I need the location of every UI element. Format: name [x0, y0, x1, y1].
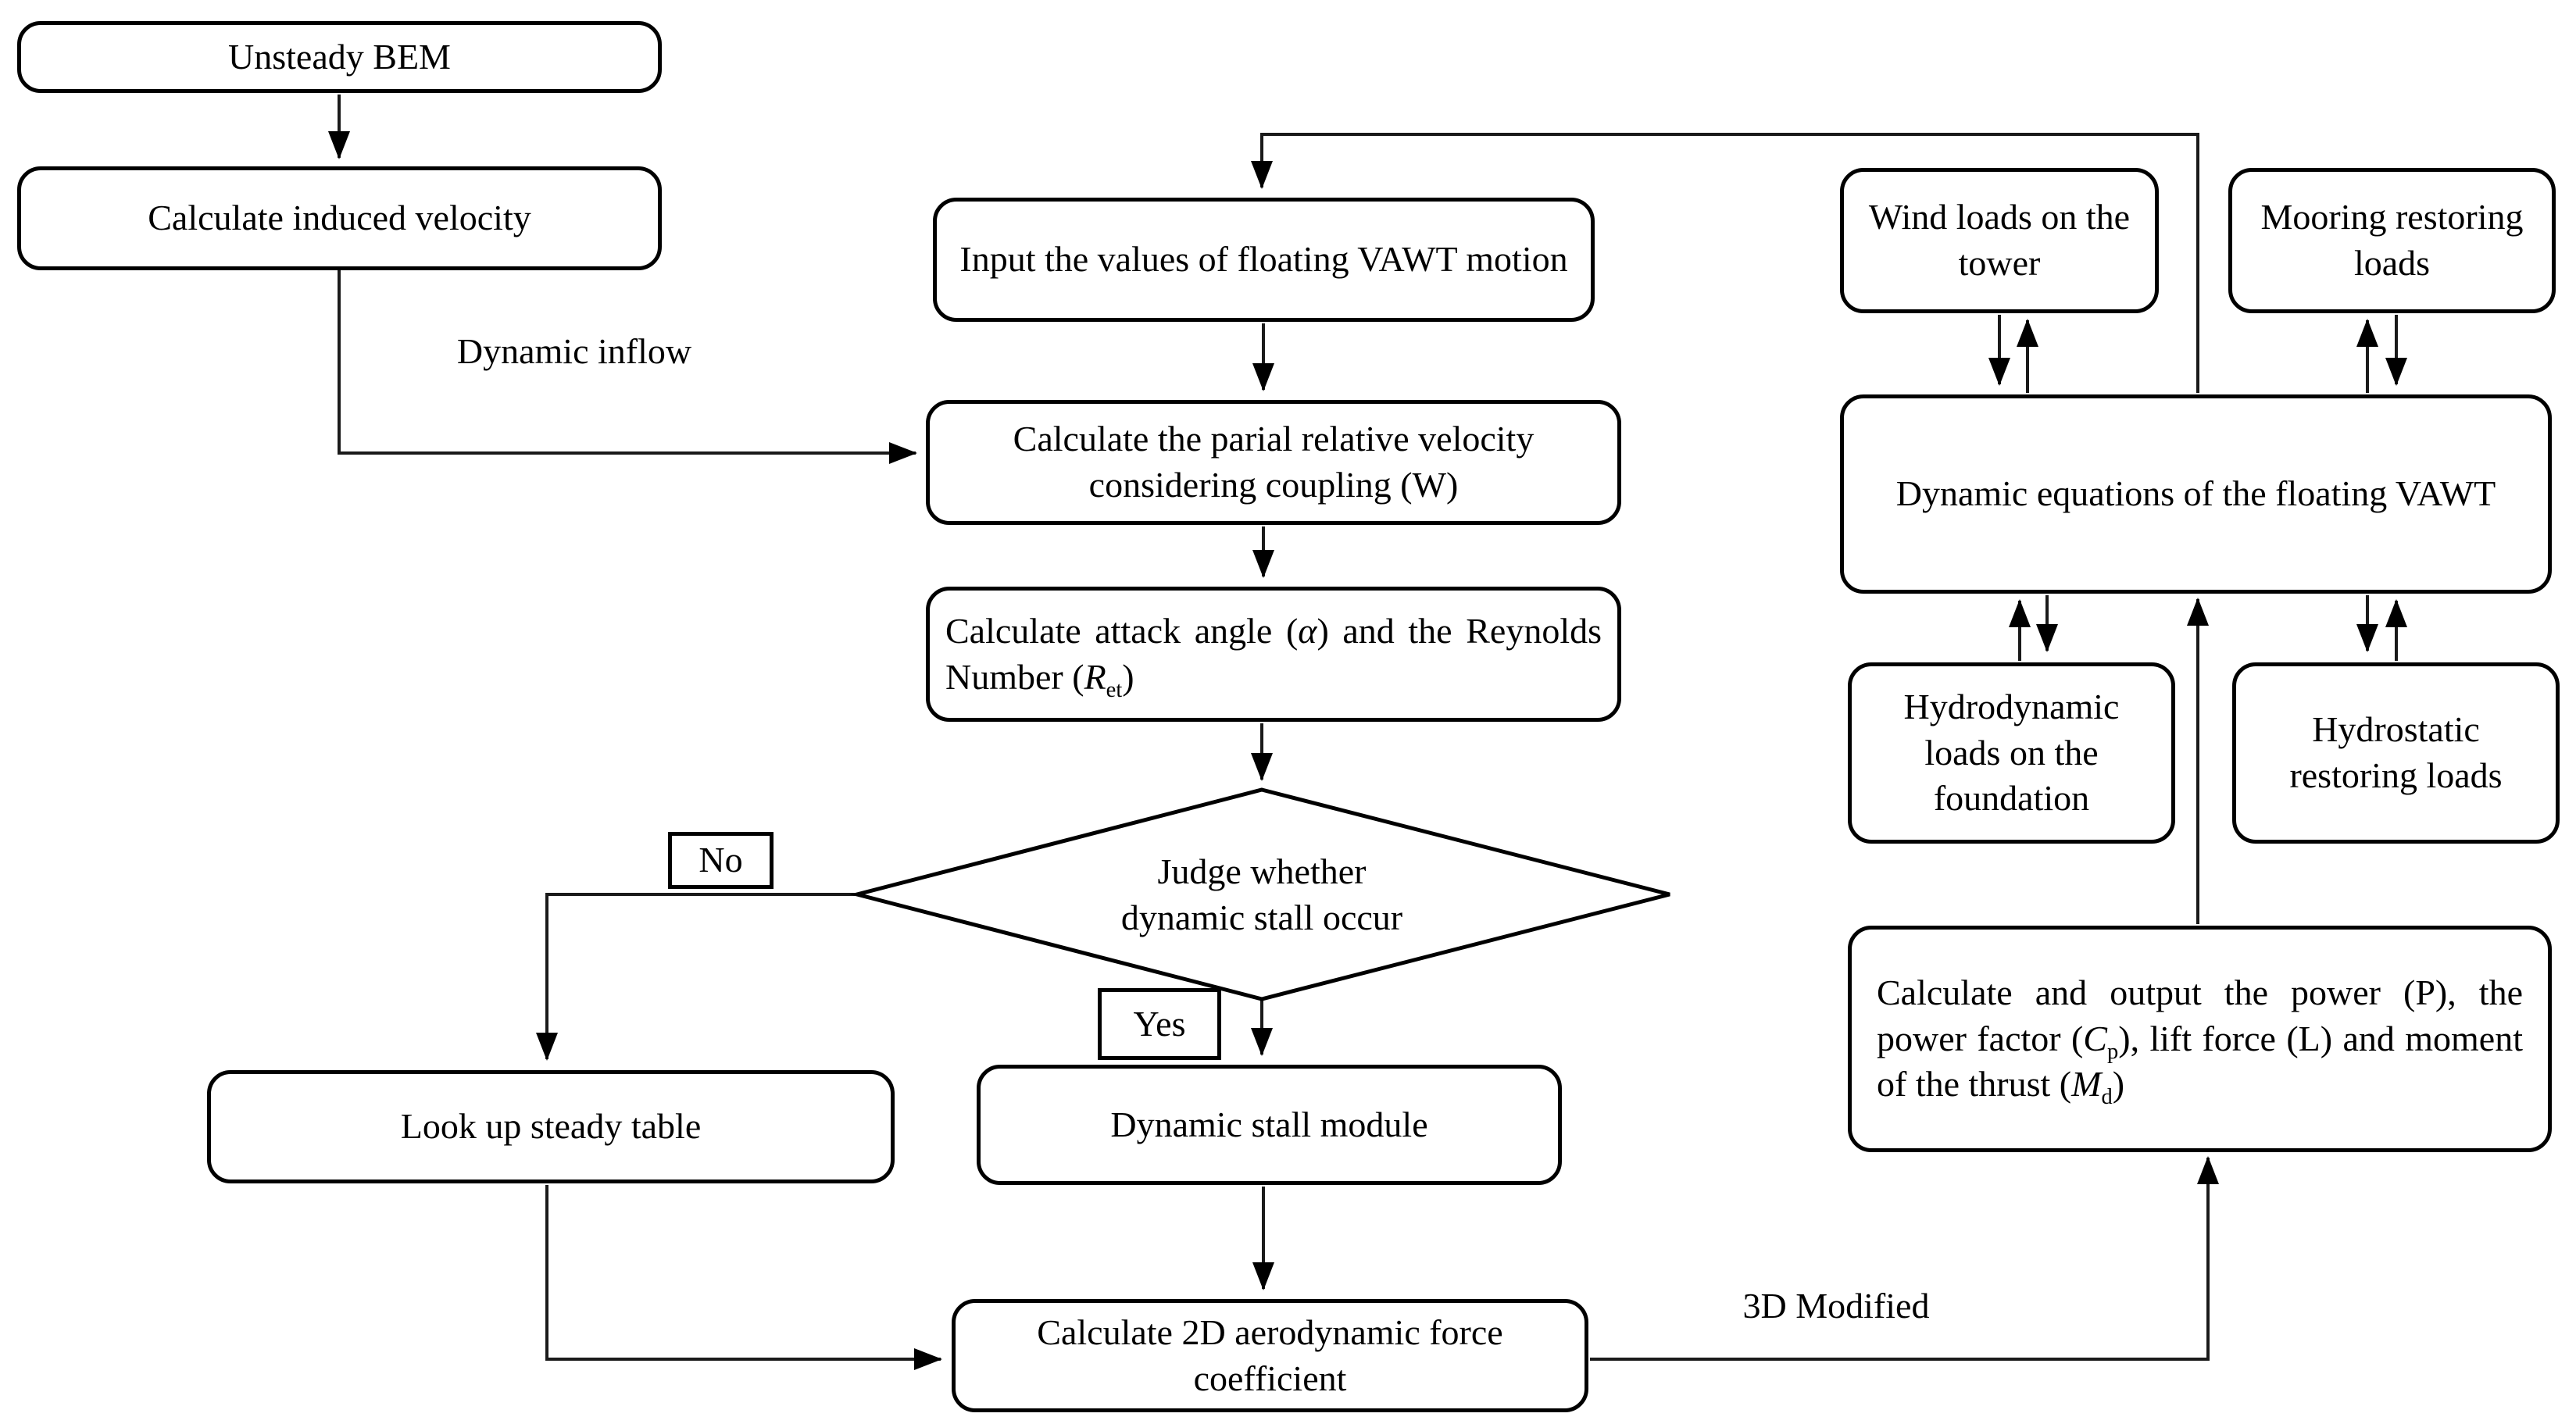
branch-label-yes: Yes: [1098, 988, 1221, 1060]
node-label: Calculate 2D aerodynamic force coefficie…: [1037, 1312, 1503, 1398]
arrow-dynamic-inflow: [338, 270, 917, 464]
node-label: Look up steady table: [400, 1106, 702, 1147]
node-attack-angle-reynolds: Calculate attack angle (α) and the Reyno…: [926, 587, 1621, 722]
node-unsteady-bem: Unsteady BEM: [17, 21, 662, 93]
node-hydrostatic-restoring-loads: Hydrostatic restoring loads: [2232, 662, 2560, 844]
arrow-no-to-lookup: [536, 893, 857, 1061]
node-label: Mooring restoring loads: [2260, 197, 2524, 283]
node-label: Dynamic stall module: [1110, 1104, 1428, 1144]
node-label: Unsteady BEM: [228, 36, 451, 77]
branch-label-no: No: [668, 832, 774, 889]
node-dynamic-equations-vawt: Dynamic equations of the floating VAWT: [1840, 394, 2552, 594]
decision-diamond: [849, 787, 1670, 1001]
node-dynamic-stall-module: Dynamic stall module: [977, 1065, 1562, 1185]
edge-label-3d-modified: 3D Modified: [1742, 1285, 1930, 1326]
node-judge-dynamic-stall: Judge whether dynamic stall occur: [1120, 851, 1403, 937]
node-hydrodynamic-loads-foundation: Hydrodynamic loads on the foundation: [1848, 662, 2175, 844]
node-input-vawt-motion: Input the values of floating VAWT motion: [933, 198, 1595, 322]
node-partial-relative-velocity: Calculate the parial relative velocity c…: [926, 400, 1621, 525]
node-2d-aerodynamic-coefficient: Calculate 2D aerodynamic force coefficie…: [952, 1299, 1588, 1412]
node-label: Calculate and output the power (P), the …: [1877, 972, 2524, 1110]
edge-label-dynamic-inflow: Dynamic inflow: [456, 330, 692, 371]
node-label: Input the values of floating VAWT motion: [959, 239, 1568, 280]
node-label: Dynamic equations of the floating VAWT: [1895, 473, 2496, 514]
node-label: Hydrodynamic loads on the foundation: [1903, 686, 2120, 819]
node-label: Calculate the parial relative velocity c…: [1013, 419, 1535, 505]
node-label: Hydrostatic restoring loads: [2289, 709, 2503, 795]
node-lookup-steady-table: Look up steady table: [207, 1070, 895, 1183]
node-label: Wind loads on the tower: [1868, 197, 2131, 283]
node-wind-loads-tower: Wind loads on the tower: [1840, 168, 2159, 313]
arrow-feedback-equations-to-input: [1251, 133, 2199, 393]
node-mooring-restoring-loads: Mooring restoring loads: [2228, 168, 2556, 313]
node-label: Calculate attack angle (α) and the Reyno…: [945, 610, 1602, 702]
arrow-3d-modified-to-power: [1590, 1156, 2219, 1361]
node-power-output: Calculate and output the power (P), the …: [1848, 926, 2552, 1152]
node-calculate-induced-velocity: Calculate induced velocity: [17, 166, 662, 270]
node-label: Calculate induced velocity: [148, 198, 531, 238]
arrow-lookup-to-coef: [545, 1185, 942, 1370]
